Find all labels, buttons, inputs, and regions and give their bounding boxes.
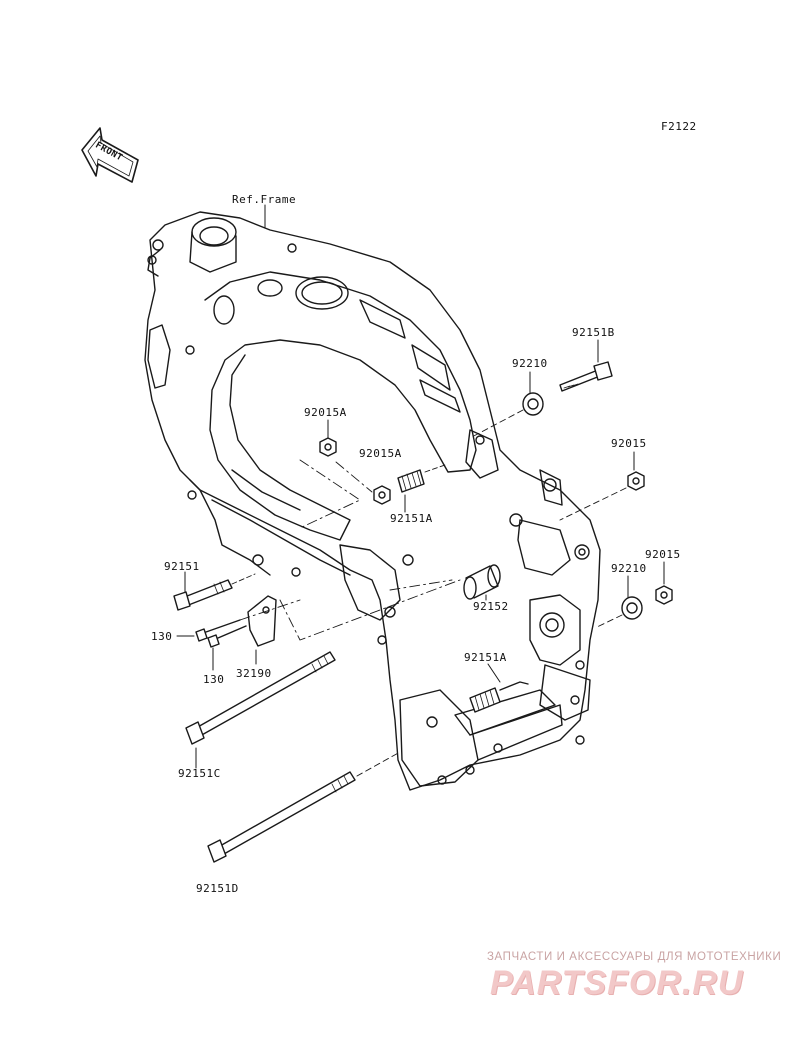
part-label-92015A-mid: 92015A — [359, 447, 402, 460]
adjuster-92151A-top — [397, 464, 446, 513]
nut-92015A-top — [319, 419, 337, 457]
part-label-32190: 32190 — [236, 667, 272, 680]
part-label-92015-top: 92015 — [611, 437, 647, 450]
washer-92210-right — [594, 575, 643, 629]
bolt-130-a — [176, 619, 241, 642]
alignment-lines — [239, 459, 461, 641]
main-frame — [144, 211, 601, 791]
part-label-92151B: 92151B — [572, 326, 615, 339]
nut-92015-top — [559, 451, 645, 521]
part-label-130-a: 130 — [151, 630, 173, 643]
bracket-32190 — [247, 595, 277, 665]
nut-92015A-mid — [373, 485, 391, 505]
diagram-id-label: F2122 — [661, 120, 697, 133]
washer-92210-top — [469, 371, 544, 439]
part-label-92015A-top: 92015A — [304, 406, 347, 419]
ref-frame-label: Ref.Frame — [232, 193, 297, 206]
adjuster-92151A-bottom — [469, 663, 529, 713]
bolt-92151 — [173, 571, 256, 611]
part-label-92015-right: 92015 — [645, 548, 681, 561]
part-label-92151: 92151 — [164, 560, 200, 573]
bolt-130-b — [207, 625, 247, 671]
part-label-92151A-top: 92151A — [390, 512, 433, 525]
bolt-92151B — [559, 339, 613, 392]
front-arrow-icon — [81, 127, 139, 183]
nut-92015-right — [655, 561, 673, 605]
collar-92152 — [463, 564, 501, 601]
watermark-logo: PARTSFOR.RU — [490, 964, 744, 1002]
part-label-130-b: 130 — [203, 673, 225, 686]
watermark-tagline: ЗАПЧАСТИ И АКСЕССУАРЫ ДЛЯ МОТОТЕХНИКИ — [487, 951, 782, 963]
part-label-92210-right: 92210 — [611, 562, 647, 575]
part-label-92151D: 92151D — [196, 882, 239, 895]
bolt-92151C — [185, 651, 336, 769]
part-label-92210-top: 92210 — [512, 357, 548, 370]
bolt-92151D — [207, 751, 401, 863]
part-label-92151A-bottom: 92151A — [464, 651, 507, 664]
part-label-92152: 92152 — [473, 600, 509, 613]
part-label-92151C: 92151C — [178, 767, 221, 780]
